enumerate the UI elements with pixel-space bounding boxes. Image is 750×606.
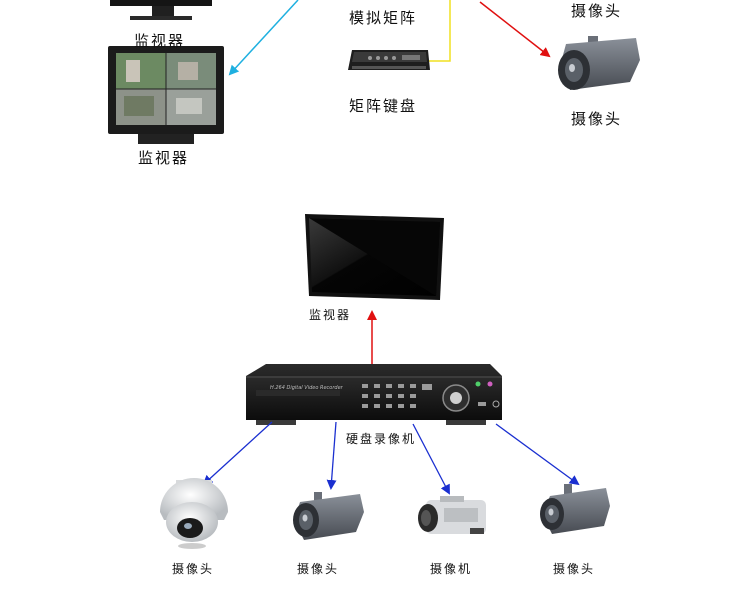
keyboard-label: 矩阵键盘 [349, 97, 418, 115]
monitor-top-label: 监视器 [134, 32, 186, 50]
camcorder [418, 496, 486, 534]
monitor-top-stand [110, 0, 212, 20]
camera-top-label: 摄像头 [571, 2, 623, 20]
device-label-camcorder: 摄像机 [430, 562, 473, 576]
dvr-faceplate-text: H.264 Digital Video Recorder [270, 385, 343, 391]
dvr-label: 硬盘录像机 [346, 432, 417, 446]
arrow-dvr-to-dome-camera [202, 421, 273, 486]
device-label-bullet-camera-1: 摄像头 [297, 562, 340, 576]
matrix-label: 模拟矩阵 [349, 9, 418, 27]
device-label-dome-camera: 摄像头 [172, 562, 215, 576]
arrow-to-camera-top [479, 1, 551, 58]
camera-top [558, 36, 640, 90]
arrow-matrix-to-monitor [228, 0, 299, 76]
bullet-camera-2 [540, 484, 610, 534]
dome-camera [160, 478, 228, 549]
arrow-dvr-to-bullet-camera-1 [326, 421, 337, 490]
monitor-main-label: 监视器 [309, 308, 352, 322]
arrow-dvr-to-camcorder [412, 423, 450, 495]
dvr-unit [246, 364, 502, 425]
line-keyboard-to-matrix [428, 0, 451, 62]
camera-label: 摄像头 [571, 110, 623, 128]
arrow-dvr-to-bullet-camera-2 [495, 423, 580, 486]
matrix-keyboard [348, 50, 430, 70]
monitor-label: 监视器 [138, 149, 190, 167]
monitor-cctv [108, 46, 224, 144]
bullet-camera-1 [293, 492, 364, 540]
device-label-bullet-camera-2: 摄像头 [553, 562, 596, 576]
monitor-main [305, 214, 444, 300]
